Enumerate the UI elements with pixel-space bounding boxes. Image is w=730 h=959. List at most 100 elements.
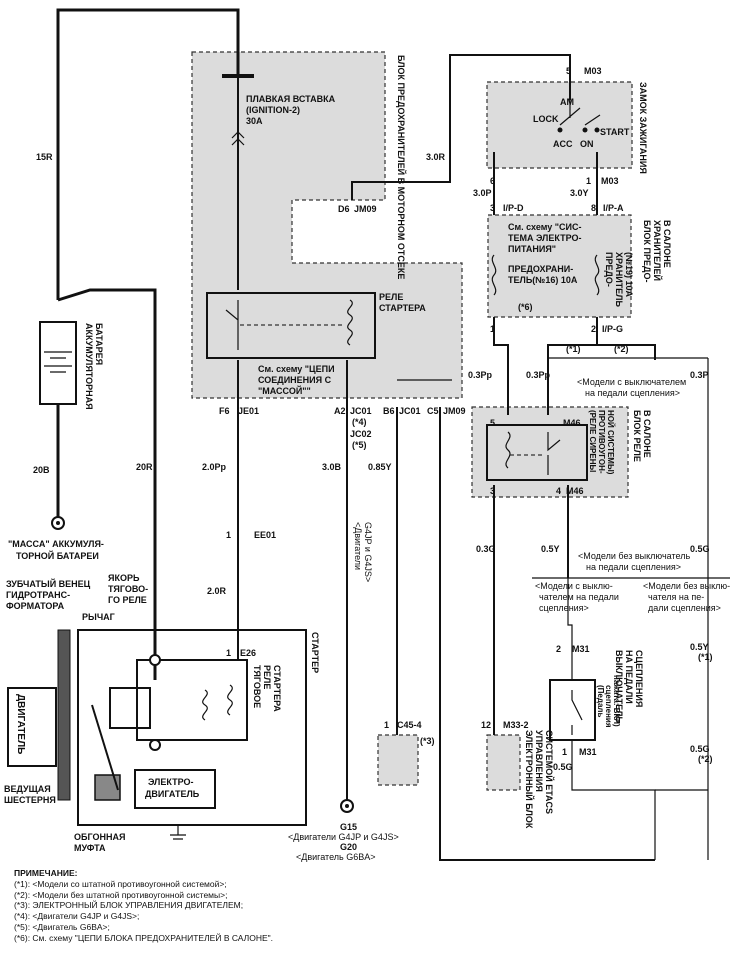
d6-label: D6 [338, 204, 350, 214]
m31-a-label: M31 [572, 644, 590, 654]
motor-label-1: ЭЛЕКТРО- [148, 777, 193, 787]
m03-pin6: 6 [490, 176, 495, 186]
wire-30y: 3.0Y [570, 188, 589, 198]
start-label: START [600, 127, 630, 137]
clutch-switch-label-6: нажата: ВКЛ) [612, 675, 621, 727]
ee01-pin1: 1 [226, 530, 231, 540]
wire-03pp-a: 0.3Pp [468, 370, 493, 380]
wire-05g-b: 0.5G [690, 744, 710, 754]
siren-relay-label-3: НОЙ СИСТЕМЫ) [606, 410, 615, 475]
c45-label: C45-4 [397, 720, 422, 730]
fusible-link-label-2: (IGNITION-2) [246, 105, 300, 115]
etacs-label-3: СИСТЕМОЙ ETACS [544, 730, 555, 814]
wire-labels: 15R 20B 20R 3.0R 3.0P 3.0Y 2.0Pp 2.0R 3.… [33, 152, 713, 772]
wire-05g: 0.5G [690, 544, 710, 554]
starter-relay-label-1: РЕЛЕ [379, 292, 403, 302]
m03-top: M03 [584, 66, 602, 76]
cabin-fuses [491, 254, 600, 296]
armature-label-2: ТЯГОВО- [108, 584, 148, 594]
solenoid-label-1: ТЯГОВОЕ [252, 665, 262, 708]
ipa-pin8: 8 [591, 203, 596, 213]
wire-03p: 0.3P [690, 370, 709, 380]
wire-20r-b: 2.0R [207, 586, 227, 596]
wire-03g: 0.3G [476, 544, 496, 554]
wire-05g-b-note: (*2) [698, 754, 713, 764]
wire-30b: 3.0B [322, 462, 342, 472]
fuse-block-engine-label: БЛОК ПРЕДОХРАНИТЕЛЕЙ В МОТОРНОМ ОТСЕКЕ [396, 55, 407, 279]
star2-label: (*2) [614, 344, 629, 354]
armature-label-1: ЯКОРЬ [108, 573, 140, 583]
battery-label-2: БАТАРЕЯ [94, 323, 104, 365]
armature-label-3: ГО РЕЛЕ [108, 595, 147, 605]
cabin-relay-block [471, 406, 629, 498]
wire-30r: 3.0R [426, 152, 446, 162]
drive-gear-label-2: ШЕСТЕРНЯ [4, 795, 56, 805]
models-without-switch-b1: <Модели без выклю- [643, 581, 730, 591]
m46-pin4: 4 [556, 486, 561, 496]
starter-assembly [7, 629, 307, 840]
star5-label: (*5) [352, 440, 367, 450]
siren-relay [486, 424, 588, 481]
wire-085y: 0.85Y [368, 462, 392, 472]
solenoid-label-3: СТАРТЕРА [272, 665, 282, 712]
e26-label: E26 [240, 648, 256, 658]
clutch-switch-label-2: НА ПЕДАЛИ [624, 650, 634, 704]
ipg-pin2: 2 [591, 324, 596, 334]
models-with-switch-2: на педали сцепления> [585, 388, 680, 398]
wire-15r: 15R [36, 152, 53, 162]
m31-pin2: 2 [556, 644, 561, 654]
ignition-switch [557, 100, 601, 133]
models-with-switch-b2: чателем на педали [539, 592, 619, 602]
g20-label: G20 [340, 842, 357, 852]
ee01-label: EE01 [254, 530, 276, 540]
starter-relay [206, 292, 376, 359]
ipd-pin3: 3 [490, 203, 495, 213]
solenoid-label-2: РЕЛЕ [262, 665, 272, 689]
models-without-switch-1: <Модели без выключатель [578, 551, 690, 561]
m46-pin5: 5 [490, 418, 495, 428]
siren-relay-label-1: (РЕЛЕ СИРЕНЫ [588, 410, 597, 472]
ring-gear-label-3: ФОРМАТОРА [6, 601, 65, 611]
models-with-switch-b3: сцепления> [539, 603, 589, 613]
power-ref-2: ТЕМА ЭЛЕКТРО- [508, 233, 581, 243]
relay-block-label-1: БЛОК РЕЛЕ [632, 410, 642, 462]
m33-label: M33-2 [503, 720, 529, 730]
battery-ground-label-1: "МАССА" АККУМУЛЯ- [8, 539, 104, 549]
wire-05g-c: 0.5G [553, 762, 573, 772]
on-label: ON [580, 139, 594, 149]
m31-pin1: 1 [562, 747, 567, 757]
g15-label: G15 [340, 822, 357, 832]
jc01-b-label: JC01 [399, 406, 421, 416]
battery-ground-label-2: ТОРНОЙ БАТАРЕИ [16, 550, 99, 561]
g20-desc: <Двигатель G6BA> [296, 852, 376, 862]
ecm-connector-block [377, 734, 419, 786]
models-with-switch-1: <Модели с выключателем [577, 377, 686, 387]
fusible-link [222, 74, 254, 146]
note-item-2: (*2): <Модели без штатной противоугонной… [14, 889, 228, 900]
wire-20pp: 2.0Pp [202, 462, 227, 472]
fusible-link-label-1: ПЛАВКАЯ ВСТАВКА [246, 94, 336, 104]
engines-note-2: G4JP и G4JS> [363, 522, 373, 582]
ground-ref-2: СОЕДИНЕНИЯ С [258, 375, 332, 385]
models-without-switch-b3: дали сцепления> [648, 603, 721, 613]
motor-label-2: ДВИГАТЕЛЬ [145, 789, 200, 799]
models-without-switch-b2: чателя на пе- [648, 592, 704, 602]
battery [39, 321, 77, 530]
clutch-switch-label-5: сцепления [604, 685, 613, 728]
m33-pin12: 12 [481, 720, 491, 730]
note-item-5: (*5): <Двигатель G6BA>; [14, 921, 110, 932]
m03-pin1: 1 [586, 176, 591, 186]
note-item-3: (*3): ЭЛЕКТРОННЫЙ БЛОК УПРАВЛЕНИЯ ДВИГАТ… [14, 900, 244, 911]
star3-label: (*3) [420, 736, 435, 746]
a2-label: A2 [334, 406, 346, 416]
ipg-label: I/P-G [602, 324, 623, 334]
fuse-block-cabin-1: БЛОК ПРЕДО- [642, 220, 652, 282]
ground-ref-1: См. схему "ЦЕПИ [258, 364, 335, 374]
starter-label: СТАРТЕР [310, 632, 320, 673]
wire-05y-b-note: (*1) [698, 652, 713, 662]
b6-label: B6 [383, 406, 395, 416]
clutch-switch-label-4: (Педаль [596, 685, 605, 717]
fuse-block-cabin-2: ХРАНИТЕЛЕЙ [652, 220, 663, 281]
fusible-link-label-3: 30A [246, 116, 263, 126]
fuse19-label-2: ХРАНИТЕЛЬ [614, 252, 624, 307]
